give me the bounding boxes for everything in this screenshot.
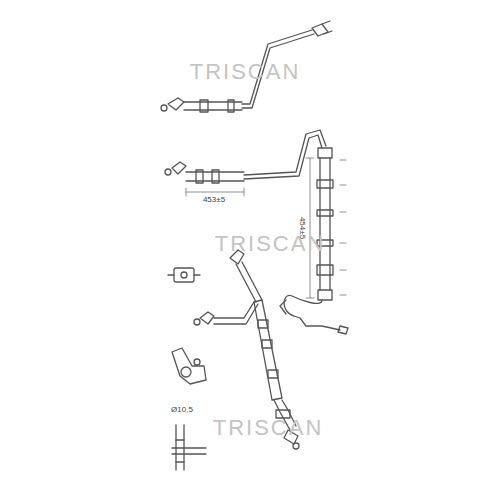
dimension-label: 454±5 — [298, 217, 306, 239]
section-detail — [172, 425, 206, 470]
diameter-label: Ø10,5 — [171, 406, 193, 414]
dimension-lines — [186, 158, 346, 298]
watermark: TRISCAN — [213, 417, 324, 439]
watermark: TRISCAN — [215, 233, 326, 255]
dimension-label: 453±5 — [203, 196, 225, 204]
bracket-detail — [172, 348, 206, 384]
watermark: TRISCAN — [190, 61, 301, 83]
brake-hose-top — [161, 21, 332, 112]
brake-hose-middle — [165, 130, 348, 334]
clip-detail — [168, 268, 200, 282]
